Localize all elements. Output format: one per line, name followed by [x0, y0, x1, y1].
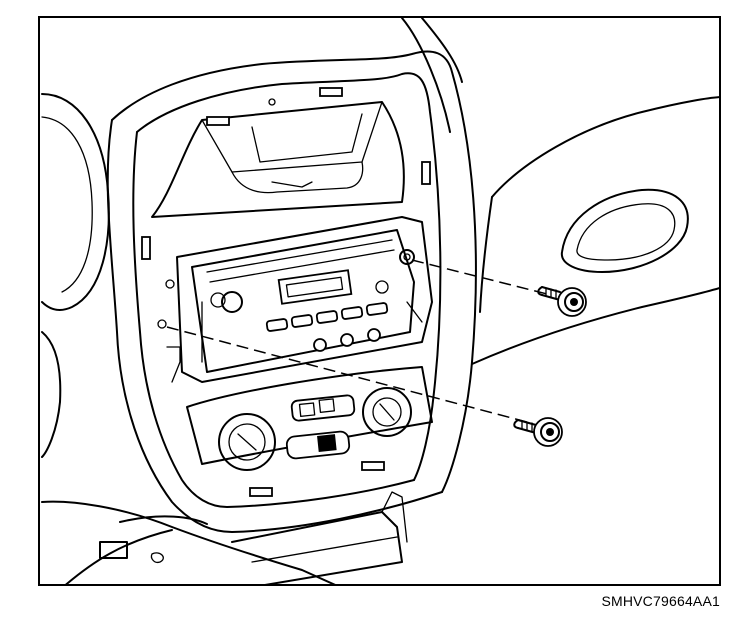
storage-pocket [151, 87, 405, 218]
lower-console [231, 491, 408, 584]
screw-lower [513, 417, 563, 447]
illustration-frame [38, 16, 721, 586]
dashboard-outline [41, 93, 336, 584]
climate-control-panel [186, 366, 433, 497]
removal-guide-lines [166, 259, 548, 423]
radio-removal-illustration [41, 18, 719, 584]
glovebox-panel [401, 18, 719, 365]
mounting-tabs [141, 161, 431, 383]
instrument-panel-bezel [106, 50, 477, 533]
radio-unit [176, 216, 433, 383]
screw-upper [537, 286, 587, 317]
figure-reference-code: SMHVC79664AA1 [601, 593, 720, 609]
